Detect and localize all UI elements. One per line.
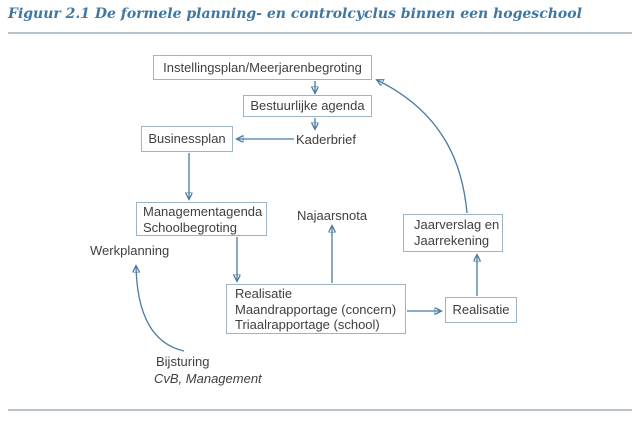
node-realisatie-rapportages: Realisatie Maandrapportage (concern) Tri… (226, 284, 406, 334)
top-rule (8, 32, 632, 34)
label-cvb-management: CvB, Management (154, 371, 262, 386)
node-label-line: Jaarverslag en (414, 217, 500, 232)
arrow-jaarverslag-to-instellingsplan (377, 80, 468, 214)
node-label-line: Jaarrekening (414, 233, 490, 248)
node-label-line: Triaalrapportage (school) (235, 317, 380, 332)
label-bijsturing: Bijsturing (156, 354, 210, 369)
node-instellingsplan-meerjarenbegroting: Instellingsplan/Meerjarenbegroting (153, 55, 372, 80)
node-label: Realisatie (452, 302, 510, 317)
node-label-line: Maandrapportage (concern) (235, 301, 397, 317)
node-jaarverslag-jaarrekening: Jaarverslag en Jaarrekening (403, 214, 503, 252)
node-label-line: Realisatie (235, 286, 293, 301)
node-label: Instellingsplan/Meerjarenbegroting (163, 59, 362, 75)
node-label: Bestuurlijke agenda (250, 98, 365, 113)
arrow-bijsturing-to-werkplanning (136, 266, 185, 352)
node-managementagenda-schoolbegroting: Managementagenda Schoolbegroting (136, 202, 267, 236)
node-label: Businessplan (148, 131, 226, 146)
node-label-line: Schoolbegroting (143, 220, 237, 235)
node-bestuurlijke-agenda: Bestuurlijke agenda (243, 95, 372, 117)
label-kaderbrief: Kaderbrief (296, 132, 356, 147)
bottom-rule (8, 409, 632, 411)
label-werkplanning: Werkplanning (90, 243, 170, 258)
node-businessplan: Businessplan (141, 126, 233, 152)
figure-title: Figuur 2.1 De formele planning- en contr… (8, 6, 582, 22)
label-najaarsnota: Najaarsnota (297, 208, 368, 223)
node-label-line: Managementagenda (143, 204, 263, 219)
node-realisatie: Realisatie (445, 297, 517, 323)
